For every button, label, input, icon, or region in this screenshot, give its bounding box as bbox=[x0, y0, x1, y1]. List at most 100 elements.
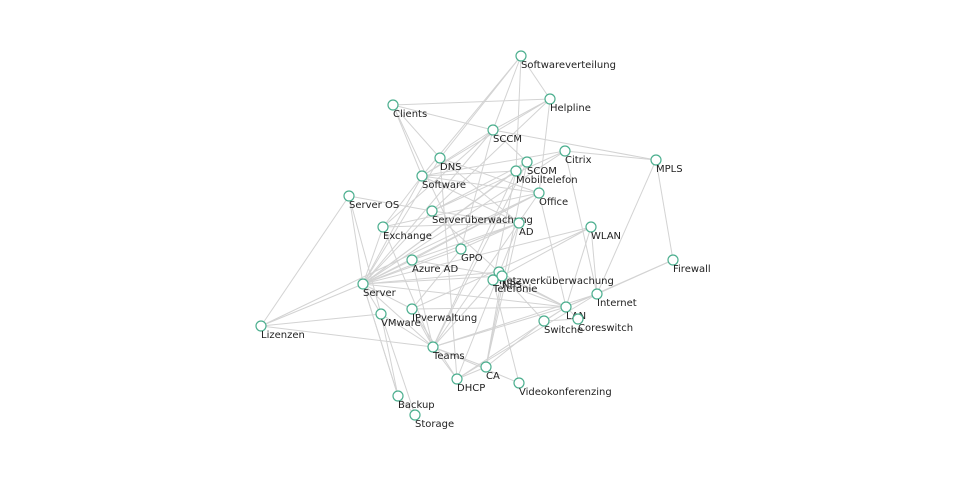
node-lizenzen[interactable]: Lizenzen bbox=[255, 320, 305, 341]
node-label: Server OS bbox=[349, 200, 399, 211]
node-label: NPS bbox=[502, 280, 522, 291]
node-marker[interactable] bbox=[487, 124, 499, 136]
node-coreswitch[interactable]: Coreswitch bbox=[572, 313, 633, 334]
edge-switche-coreswitch bbox=[543, 318, 579, 322]
node-serveros[interactable]: Server OS bbox=[343, 190, 399, 211]
edge-lan-ipverwaltung bbox=[411, 306, 567, 310]
node-marker[interactable] bbox=[591, 288, 603, 300]
edge-dns-office bbox=[439, 157, 540, 194]
edge-ad-dhcp bbox=[456, 222, 520, 380]
node-marker[interactable] bbox=[513, 377, 525, 389]
node-azuread[interactable]: Azure AD bbox=[406, 254, 458, 275]
node-marker[interactable] bbox=[510, 165, 522, 177]
node-marker[interactable] bbox=[585, 221, 597, 233]
node-marker[interactable] bbox=[480, 361, 492, 373]
node-server[interactable]: Server bbox=[357, 278, 397, 299]
node-ca[interactable]: CA bbox=[480, 361, 500, 382]
node-office[interactable]: Office bbox=[533, 187, 568, 208]
node-telefonie[interactable]: Telefonie bbox=[487, 274, 537, 295]
node-videokonferenzing[interactable]: Videokonferenzing bbox=[513, 377, 612, 398]
node-backup[interactable]: Backup bbox=[392, 390, 435, 411]
edge-azuread-server bbox=[362, 259, 413, 285]
node-marker[interactable] bbox=[406, 254, 418, 266]
node-marker[interactable] bbox=[343, 190, 355, 202]
edge-serveros-lizenzen bbox=[260, 195, 350, 327]
node-mpls[interactable]: MPLS bbox=[650, 154, 683, 175]
node-serverueberwachung[interactable]: Serverüberwachung bbox=[426, 205, 533, 226]
node-internet[interactable]: Internet bbox=[591, 288, 637, 309]
node-label: Softwareverteilung bbox=[521, 60, 616, 71]
node-marker[interactable] bbox=[451, 373, 463, 385]
node-marker[interactable] bbox=[496, 270, 508, 282]
node-marker[interactable] bbox=[255, 320, 267, 332]
edge-helpline-software bbox=[421, 98, 551, 177]
node-marker[interactable] bbox=[392, 390, 404, 402]
node-marker[interactable] bbox=[377, 221, 389, 233]
node-mobiltelefon[interactable]: Mobiltelefon bbox=[510, 165, 578, 186]
node-dhcp[interactable]: DHCP bbox=[451, 373, 485, 394]
node-marker[interactable] bbox=[426, 205, 438, 217]
node-ad[interactable]: AD bbox=[513, 217, 534, 238]
node-marker[interactable] bbox=[455, 243, 467, 255]
node-marker[interactable] bbox=[667, 254, 679, 266]
node-teams[interactable]: Teams bbox=[427, 341, 465, 362]
node-sccm[interactable]: SCCM bbox=[487, 124, 522, 145]
node-label: Server bbox=[363, 288, 397, 299]
node-clients[interactable]: Clients bbox=[387, 99, 427, 120]
node-label: Lizenzen bbox=[261, 330, 305, 341]
edge-gpo-server bbox=[362, 248, 462, 285]
node-marker[interactable] bbox=[409, 409, 421, 421]
node-marker[interactable] bbox=[434, 152, 446, 164]
node-software[interactable]: Software bbox=[416, 170, 466, 191]
node-marker[interactable] bbox=[487, 274, 499, 286]
node-softwareverteilung[interactable]: Softwareverteilung bbox=[515, 50, 616, 71]
node-scom[interactable]: SCOM bbox=[521, 156, 557, 177]
node-label: Office bbox=[539, 197, 568, 208]
edge-wlan-nps bbox=[501, 226, 592, 277]
edge-wlan-lan bbox=[565, 226, 592, 308]
node-label: DNS bbox=[440, 162, 462, 173]
node-label: Software bbox=[422, 180, 466, 191]
edge-lizenzen-teams bbox=[260, 325, 434, 348]
node-marker[interactable] bbox=[515, 50, 527, 62]
node-marker[interactable] bbox=[544, 93, 556, 105]
edge-azuread-teams bbox=[411, 259, 434, 348]
node-gpo[interactable]: GPO bbox=[455, 243, 483, 264]
node-dns[interactable]: DNS bbox=[434, 152, 462, 173]
node-marker[interactable] bbox=[416, 170, 428, 182]
node-marker[interactable] bbox=[357, 278, 369, 290]
node-switche[interactable]: Switche bbox=[538, 315, 583, 336]
node-label: SCCM bbox=[493, 134, 522, 145]
node-marker[interactable] bbox=[538, 315, 550, 327]
node-vmware[interactable]: VMware bbox=[375, 308, 421, 329]
node-nps[interactable]: NPS bbox=[496, 270, 522, 291]
node-marker[interactable] bbox=[533, 187, 545, 199]
node-marker[interactable] bbox=[572, 313, 584, 325]
node-marker[interactable] bbox=[560, 301, 572, 313]
node-helpline[interactable]: Helpline bbox=[544, 93, 591, 114]
edge-exchange-teams bbox=[382, 226, 434, 348]
node-marker[interactable] bbox=[427, 341, 439, 353]
node-marker[interactable] bbox=[650, 154, 662, 166]
node-ipverwaltung[interactable]: IPverwaltung bbox=[406, 303, 477, 324]
edge-gpo-ipverwaltung bbox=[411, 248, 462, 310]
edge-telefonie-teams bbox=[432, 279, 494, 348]
node-label: Teams bbox=[432, 351, 465, 362]
node-marker[interactable] bbox=[406, 303, 418, 315]
edge-serveros-server bbox=[348, 195, 364, 285]
node-wlan[interactable]: WLAN bbox=[585, 221, 621, 242]
node-label: IPverwaltung bbox=[412, 313, 477, 324]
edge-telefonie-lan bbox=[492, 279, 567, 308]
node-marker[interactable] bbox=[513, 217, 525, 229]
edge-vmware-backup bbox=[380, 313, 399, 397]
node-marker[interactable] bbox=[375, 308, 387, 320]
node-storage[interactable]: Storage bbox=[409, 409, 454, 430]
node-label: Coreswitch bbox=[578, 323, 633, 334]
node-marker[interactable] bbox=[387, 99, 399, 111]
node-exchange[interactable]: Exchange bbox=[377, 221, 432, 242]
node-citrix[interactable]: Citrix bbox=[559, 145, 592, 166]
node-marker[interactable] bbox=[521, 156, 533, 168]
node-label: CA bbox=[486, 371, 500, 382]
node-firewall[interactable]: Firewall bbox=[667, 254, 711, 275]
node-marker[interactable] bbox=[559, 145, 571, 157]
